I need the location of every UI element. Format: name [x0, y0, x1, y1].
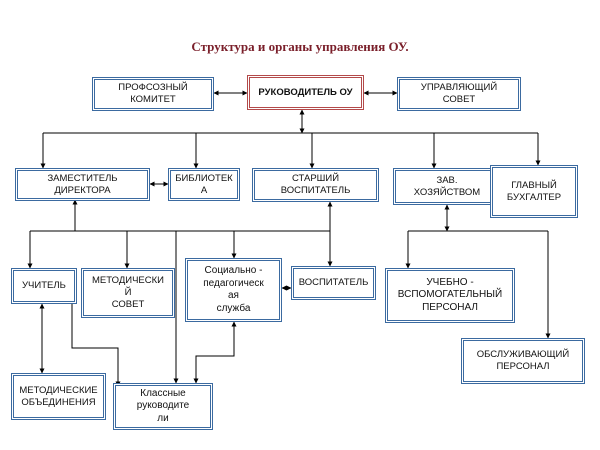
support-staff-box: УЧЕБНО - ВСПОМОГАТЕЛЬНЫЙ ПЕРСОНАЛ: [385, 268, 515, 323]
teacher-label: УЧИТЕЛЬ: [22, 280, 66, 292]
methodical-units-label: МЕТОДИЧЕСКИЕ ОБЪЕДИНЕНИЯ: [19, 384, 98, 408]
chief-accountant-box: ГЛАВНЫЙ БУХГАЛТЕР: [490, 165, 578, 218]
union-committee-label: ПРОФСОЗНЫЙ КОМИТЕТ: [118, 82, 188, 105]
deputy-director-box: ЗАМЕСТИТЕЛЬ ДИРЕКТОРА: [15, 168, 150, 201]
governing-council-box: УПРАВЛЯЮЩИЙ СОВЕТ: [397, 77, 521, 111]
support-staff-label: УЧЕБНО - ВСПОМОГАТЕЛЬНЫЙ ПЕРСОНАЛ: [397, 276, 503, 313]
methodical-units-box: МЕТОДИЧЕСКИЕ ОБЪЕДИНЕНИЯ: [11, 373, 106, 420]
methodical-council-label: МЕТОДИЧЕСКИ Й СОВЕТ: [92, 275, 164, 310]
social-service-box: Социально - педагогическ ая служба: [185, 258, 282, 322]
library-label: БИБЛИОТЕК А: [175, 172, 233, 196]
class-teachers-box: Классные руководите ли: [113, 383, 213, 430]
methodical-council-box: МЕТОДИЧЕСКИ Й СОВЕТ: [81, 268, 175, 318]
supply-head-box: ЗАВ. ХОЗЯЙСТВОМ: [393, 168, 501, 205]
line-teacher-class-teachers: [71, 304, 121, 387]
social-service-label: Социально - педагогическ ая служба: [203, 265, 264, 314]
chief-accountant-label: ГЛАВНЫЙ БУХГАЛТЕР: [506, 179, 562, 203]
class-teachers-label: Классные руководите ли: [136, 387, 190, 424]
senior-educator-box: СТАРШИЙ ВОСПИТАТЕЛЬ: [252, 168, 379, 202]
educator-box: ВОСПИТАТЕЛЬ: [291, 266, 376, 300]
library-box: БИБЛИОТЕК А: [168, 168, 240, 201]
service-staff-label: ОБСЛУЖИВАЮЩИЙ ПЕРСОНАЛ: [476, 349, 570, 372]
director-label: РУКОВОДИТЕЛЬ ОУ: [258, 86, 353, 98]
line-social-class-teachers: [193, 321, 237, 384]
deputy-director-label: ЗАМЕСТИТЕЛЬ ДИРЕКТОРА: [47, 172, 118, 196]
supply-head-label: ЗАВ. ХОЗЯЙСТВОМ: [413, 174, 481, 198]
senior-educator-label: СТАРШИЙ ВОСПИТАТЕЛЬ: [280, 173, 351, 196]
director-box: РУКОВОДИТЕЛЬ ОУ: [247, 75, 364, 110]
service-staff-box: ОБСЛУЖИВАЮЩИЙ ПЕРСОНАЛ: [461, 338, 585, 384]
page-title: Структура и органы управления ОУ.: [191, 39, 409, 54]
educator-label: ВОСПИТАТЕЛЬ: [298, 277, 369, 289]
union-committee-box: ПРОФСОЗНЫЙ КОМИТЕТ: [92, 77, 214, 111]
teacher-box: УЧИТЕЛЬ: [11, 268, 77, 304]
governing-council-label: УПРАВЛЯЮЩИЙ СОВЕТ: [420, 82, 498, 105]
